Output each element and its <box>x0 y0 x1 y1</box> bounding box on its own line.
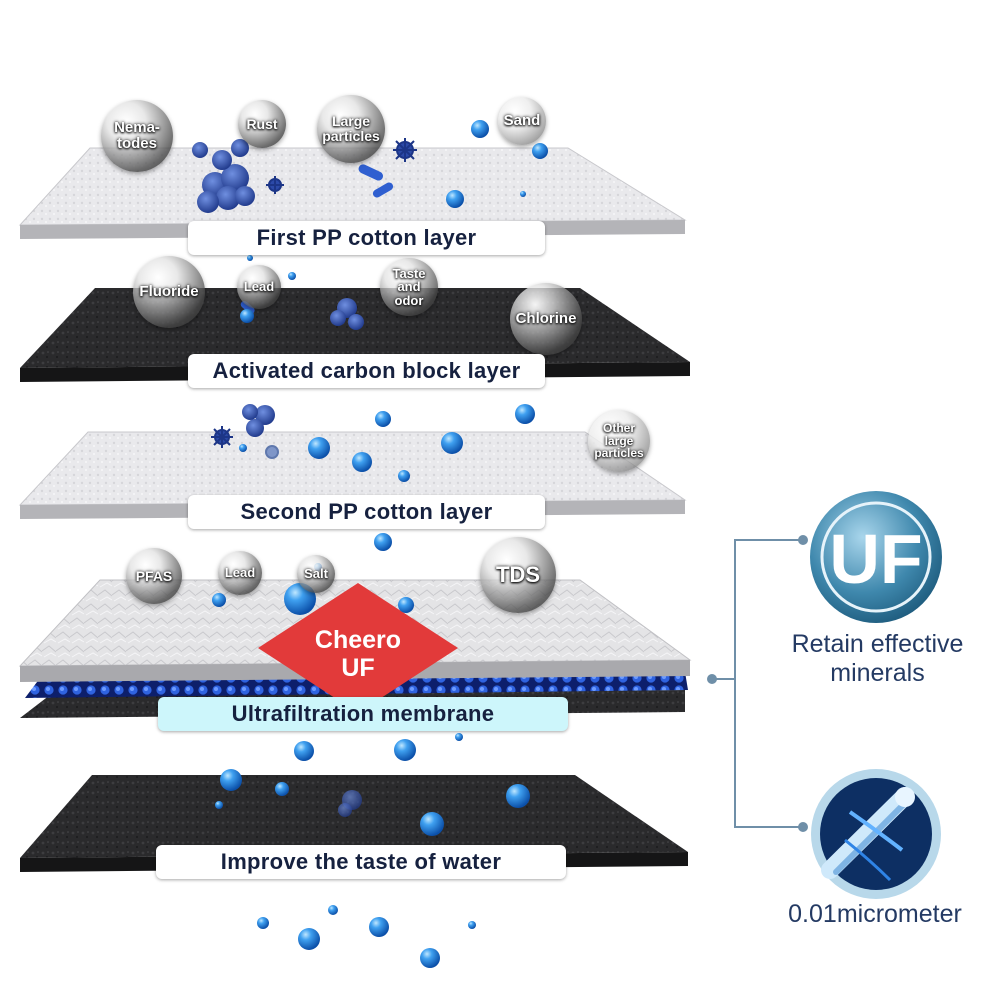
large-particles-line2: particles <box>322 128 380 144</box>
layer-label-second-pp: Second PP cotton layer <box>188 495 545 529</box>
taste-line3: odor <box>394 292 424 308</box>
other-line2: large <box>604 433 634 448</box>
other-line3: particles <box>594 446 644 461</box>
taste-line2: and <box>397 279 421 295</box>
contaminant-nematodes: Nema-todes <box>101 100 173 172</box>
brand-line1: Cheero <box>315 626 401 654</box>
rust-label: Rust <box>246 115 278 132</box>
large-particles-line1: Large <box>331 113 371 130</box>
contaminant-fluoride: Fluoride <box>133 256 205 328</box>
tds-label: TDS <box>496 562 540 588</box>
other-line1: Other <box>602 421 635 436</box>
lead-2-label: Lead <box>224 565 256 581</box>
layer-label-ultrafiltration: Ultrafiltration membrane <box>158 697 568 731</box>
membrane-filament-icon <box>811 769 941 899</box>
contaminant-tds: TDS <box>480 537 556 613</box>
feature-retain-line2: minerals <box>830 659 925 687</box>
layer-label-improve-taste: Improve the taste of water <box>156 845 566 879</box>
contaminant-sand: Sand <box>498 97 546 145</box>
contaminant-pfas: PFAS <box>126 548 182 604</box>
uf-badge-text: UF <box>829 520 922 598</box>
contaminant-rust: Rust <box>238 100 286 148</box>
layer-label-first-pp: First PP cotton layer <box>188 221 545 255</box>
uf-badge: UF <box>810 491 942 623</box>
contaminant-lead: Lead <box>237 265 281 309</box>
taste-line1: Taste <box>392 265 426 281</box>
contaminant-lead-2: Lead <box>218 551 262 595</box>
brand-line2: UF <box>341 654 374 682</box>
virus-cluster <box>211 138 417 459</box>
feature-bracket <box>707 535 808 832</box>
feature-pore-size: 0.01micrometer <box>788 900 962 928</box>
water-drops <box>212 120 548 968</box>
sand-label: Sand <box>503 112 541 130</box>
lead-label: Lead <box>243 279 275 295</box>
contaminant-salt: Salt <box>297 555 335 593</box>
fluoride-label: Fluoride <box>139 283 199 301</box>
contaminant-chlorine: Chlorine <box>510 283 582 355</box>
feature-retain-minerals: Retain effective minerals <box>760 630 995 688</box>
brand-diamond <box>258 583 458 713</box>
layer-label-activated-carbon: Activated carbon block layer <box>188 354 545 388</box>
nematodes-line2: todes <box>116 135 157 152</box>
salt-label: Salt <box>304 566 328 582</box>
chlorine-label: Chlorine <box>515 310 577 328</box>
pfas-label: PFAS <box>135 567 173 584</box>
feature-retain-line1: Retain effective <box>791 630 964 658</box>
bacteria-cluster <box>192 139 364 817</box>
nematodes-line1: Nema- <box>114 119 160 137</box>
